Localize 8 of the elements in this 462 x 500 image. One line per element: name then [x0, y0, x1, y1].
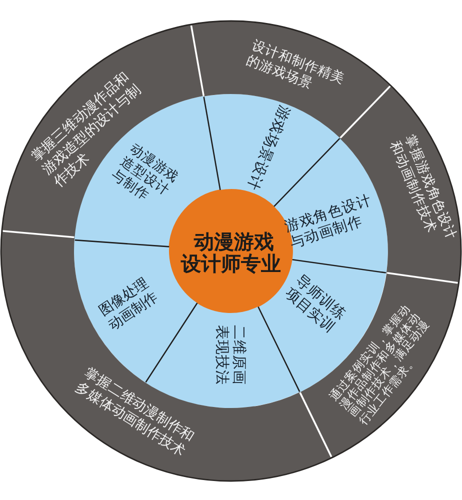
topic-label: 导师训练项目实训 — [280, 272, 350, 339]
goal-text: 掌握二维动漫制作和多媒体动画制作技术 — [72, 364, 198, 462]
topic-label: 二维原画表现技法 — [212, 324, 246, 387]
topic-label: 图像处理动画制作 — [96, 274, 162, 334]
center-title: 动漫游戏设计师专业 — [180, 230, 282, 276]
goal-text: 掌握游戏角色设计和动画制作技术 — [386, 132, 461, 244]
goal-text: 设计和制作精美的游戏场景 — [244, 37, 348, 94]
topic-label: 动漫游戏造型设计与制作 — [108, 140, 183, 206]
